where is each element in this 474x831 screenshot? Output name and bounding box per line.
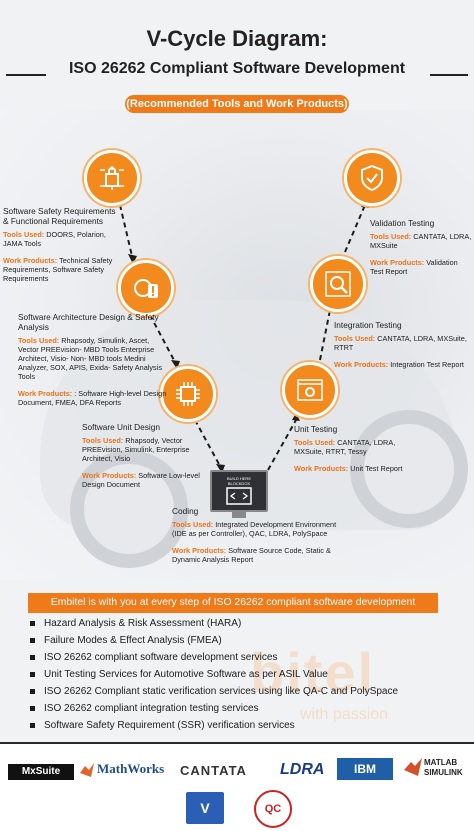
- unit-design-work: Software Low-level Design Document: [82, 471, 200, 489]
- divider: [0, 742, 474, 744]
- integration-work: Integration Test Report: [390, 360, 464, 369]
- req-title: Software Safety Requirements & Functiona…: [3, 206, 116, 226]
- list-item: ISO 26262 Compliant static verification …: [28, 683, 448, 700]
- req-block: Software Safety Requirements & Functiona…: [3, 206, 118, 287]
- coding-tools-label: Tools Used:: [172, 520, 214, 529]
- title-rule-right: [430, 74, 468, 76]
- node-validation: [344, 150, 400, 206]
- code-window-icon: [226, 487, 252, 505]
- validation-tools: CANTATA, LDRA, MXSuite: [370, 232, 472, 250]
- coding-block: Coding Tools Used: Integrated Developmen…: [172, 506, 348, 568]
- matlab-simulink-logo: MATLAB SIMULINK: [424, 758, 463, 777]
- unit-design-block: Software Unit Design Tools Used: Rhapsod…: [82, 422, 212, 493]
- unit-testing-title: Unit Testing: [294, 424, 338, 434]
- req-tools: DOORS, Polarion, JAMA Tools: [3, 230, 106, 248]
- ldra-logo: LDRA: [280, 761, 325, 778]
- bullet-icon: [30, 621, 35, 626]
- bullet-icon: [30, 672, 35, 677]
- unit-design-work-label: Work Products:: [82, 471, 137, 480]
- integration-tools: CANTATA, LDRA, MXSuite, RTRT: [334, 334, 467, 352]
- recommended-pill: (Recommended Tools and Work Products): [125, 95, 349, 113]
- services-list: Hazard Analysis & Risk Assessment (HARA)…: [28, 615, 448, 734]
- integration-block: Integration Testing Tools Used: CANTATA,…: [334, 320, 472, 373]
- unit-design-title: Software Unit Design: [82, 422, 160, 432]
- list-item: Hazard Analysis & Risk Assessment (HARA): [28, 615, 448, 632]
- arrow-integration-to-validation: [344, 204, 366, 253]
- qac-logo: QC: [254, 790, 292, 828]
- unit-design-tools-label: Tools Used:: [82, 436, 124, 445]
- list-item: Software Safety Requirement (SSR) verifi…: [28, 717, 448, 734]
- arch-block: Software Architecture Design & Safety An…: [18, 312, 170, 411]
- monitor-stand: [232, 512, 246, 518]
- integration-tools-label: Tools Used:: [334, 334, 376, 343]
- arrowhead-unittest: [292, 413, 300, 421]
- node-integration: [310, 256, 366, 312]
- coding-title: Coding: [172, 506, 199, 516]
- arch-tools-label: Tools Used:: [18, 336, 60, 345]
- unit-testing-work: Unit Test Report: [350, 464, 403, 473]
- arch-tools: Rhapsody, Simulink, Ascet, Vector PREEvi…: [18, 336, 162, 381]
- coding-monitor-icon: BUILD HERE BLOCKDOX: [210, 470, 268, 518]
- page-subtitle: ISO 26262 Compliant Software Development: [68, 60, 406, 77]
- bullet-icon: [30, 655, 35, 660]
- gear-window-icon: [297, 379, 323, 401]
- chip-icon: [176, 382, 200, 406]
- mxsuite-logo: MxSuite: [8, 764, 74, 780]
- services-banner: Embitel is with you at every step of ISO…: [28, 593, 438, 613]
- partner-logos: MxSuite MathWorks CANTATA LDRA IBM MATLA…: [0, 744, 474, 831]
- node-unit-testing: [282, 362, 338, 418]
- req-tools-label: Tools Used:: [3, 230, 45, 239]
- watermark-tagline: with passion: [300, 706, 389, 723]
- unit-testing-block: Unit Testing Tools Used: CANTATA, LDRA, …: [294, 424, 414, 477]
- list-item: Unit Testing Services for Automotive Sof…: [28, 666, 448, 683]
- node-architecture: [118, 260, 174, 316]
- arch-work: : Software High-level Design Document, F…: [18, 389, 167, 407]
- list-item: Failure Modes & Effect Analysis (FMEA): [28, 632, 448, 649]
- visio-logo: V: [186, 792, 224, 824]
- unit-testing-tools: CANTATA, LDRA, MXSuite, RTRT, Tessy: [294, 438, 396, 456]
- bullet-icon: [30, 638, 35, 643]
- validation-work: Validation Test Report: [370, 258, 458, 276]
- mathworks-logo: MathWorks: [97, 761, 165, 776]
- cantata-logo: CANTATA: [180, 763, 247, 778]
- watermark-logo: bitel: [250, 641, 376, 704]
- unit-testing-tools-label: Tools Used:: [294, 438, 336, 447]
- circuit-lock-icon: [100, 166, 124, 190]
- bullet-icon: [30, 689, 35, 694]
- arch-work-label: Work Products:: [18, 389, 73, 398]
- ibm-logo: IBM: [337, 758, 393, 780]
- magnifier-icon: [325, 271, 351, 297]
- req-work: Technical Safety Requirements, Software …: [3, 256, 113, 283]
- bullet-icon: [30, 723, 35, 728]
- node-unit-design: [160, 366, 216, 422]
- mathworks-membrane-icon: [80, 763, 94, 777]
- arch-title: Software Architecture Design & Safety An…: [18, 312, 159, 332]
- bullet-icon: [30, 706, 35, 711]
- title-rule-left: [6, 74, 46, 76]
- matlab-membrane-icon: [404, 758, 422, 776]
- integration-work-label: Work Products:: [334, 360, 389, 369]
- coding-work-label: Work Products:: [172, 546, 227, 555]
- coding-work: Software Source Code, Static & Dynamic A…: [172, 546, 331, 564]
- arrowhead-arch: [128, 254, 137, 264]
- warning-gear-icon: [134, 279, 158, 298]
- arrow-coding-to-unittest: [267, 419, 297, 471]
- monitor-screen-text: BUILD HERE BLOCKDOX: [226, 476, 251, 486]
- page-title: V-Cycle Diagram:: [146, 26, 328, 51]
- validation-work-label: Work Products:: [370, 258, 425, 267]
- shield-check-icon: [361, 164, 383, 192]
- coding-tools: Integrated Development Environment (IDE …: [172, 520, 337, 538]
- validation-tools-label: Tools Used:: [370, 232, 412, 241]
- list-item: ISO 26262 compliant integration testing …: [28, 700, 448, 717]
- node-requirements: [84, 150, 140, 206]
- unit-testing-work-label: Work Products:: [294, 464, 349, 473]
- unit-design-tools: Rhapsody, Vector PREEvision, Simulink, E…: [82, 436, 190, 463]
- validation-title: Validation Testing: [370, 218, 435, 228]
- req-work-label: Work Products:: [3, 256, 58, 265]
- integration-title: Integration Testing: [334, 320, 402, 330]
- arrow-req-to-arch: [119, 204, 133, 257]
- arrow-unittest-to-integration: [319, 309, 331, 361]
- validation-block: Validation Testing Tools Used: CANTATA, …: [370, 218, 472, 280]
- list-item: ISO 26262 compliant software development…: [28, 649, 448, 666]
